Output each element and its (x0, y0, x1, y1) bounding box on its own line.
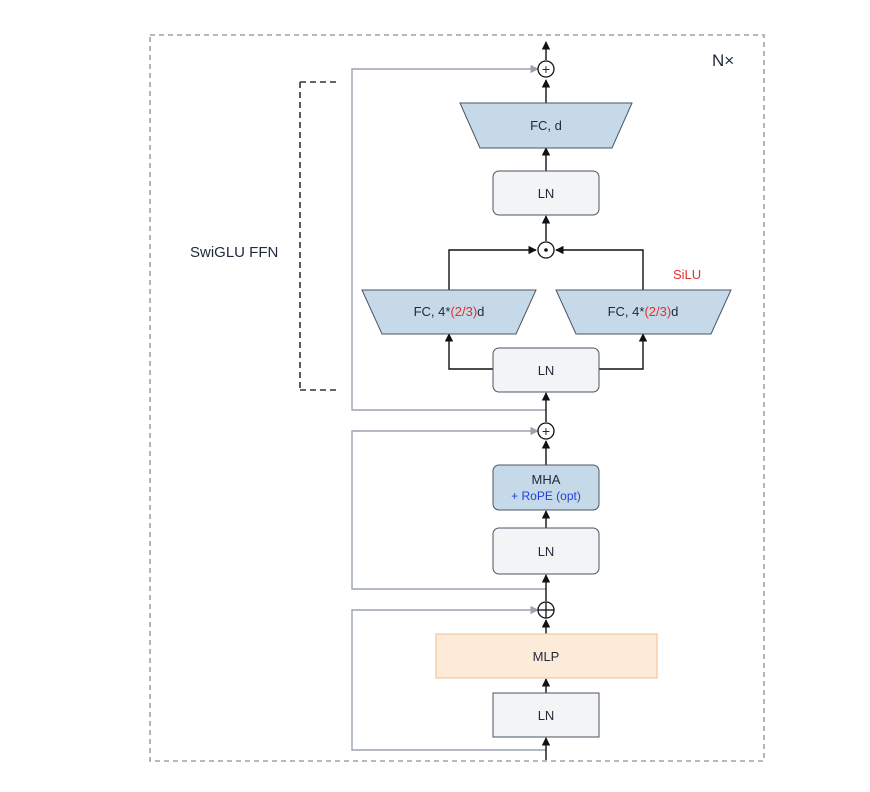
swiglu-ffn-label: SwiGLU FFN (190, 244, 278, 261)
ln-bottom-block: LN (492, 692, 600, 738)
ln-ffn-block: LN (492, 347, 600, 393)
mlp-label: MLP (533, 649, 560, 664)
arrow-fc-left-to-multiply (448, 245, 537, 290)
swiglu-bracket (299, 81, 338, 391)
multiply-operator (537, 241, 555, 259)
mlp-block: MLP (435, 633, 658, 679)
svg-text:+: + (542, 61, 550, 77)
fc-d-block: FC, d (459, 102, 633, 149)
fc-left-block: FC, 4*(2/3)d (361, 289, 537, 335)
arrow-ln-to-fc-right (598, 333, 648, 370)
mha-label: MHA (532, 472, 561, 487)
repeat-frame (149, 34, 765, 762)
residual-path-mha (351, 426, 546, 590)
fc-right-label: FC, 4*(2/3)d (608, 304, 679, 319)
add-operator-bottom (537, 601, 555, 619)
residual-path-mlp (351, 605, 546, 751)
mha-block: MHA + RoPE (opt) (492, 464, 600, 511)
ln-top-block: LN (492, 170, 600, 216)
residual-path-ffn (351, 64, 546, 411)
ln-ffn-label: LN (538, 363, 555, 378)
ln-top-label: LN (538, 186, 555, 201)
ln-mha-block: LN (492, 527, 600, 575)
add-operator-mid: + (537, 422, 555, 440)
svg-text:+: + (542, 423, 550, 439)
silu-label: SiLU (673, 267, 701, 282)
arrow-fc-right-to-multiply (555, 245, 644, 290)
add-operator-top: + (537, 60, 555, 78)
ln-bottom-label: LN (538, 708, 555, 723)
ln-mha-label: LN (538, 544, 555, 559)
fc-d-label: FC, d (530, 118, 562, 133)
fc-right-block: FC, 4*(2/3)d (555, 289, 732, 335)
arrow-ln-to-fc-left (444, 333, 493, 370)
mha-rope-label: + RoPE (opt) (511, 489, 581, 503)
repeat-label: N× (712, 51, 734, 70)
fc-left-label: FC, 4*(2/3)d (414, 304, 485, 319)
